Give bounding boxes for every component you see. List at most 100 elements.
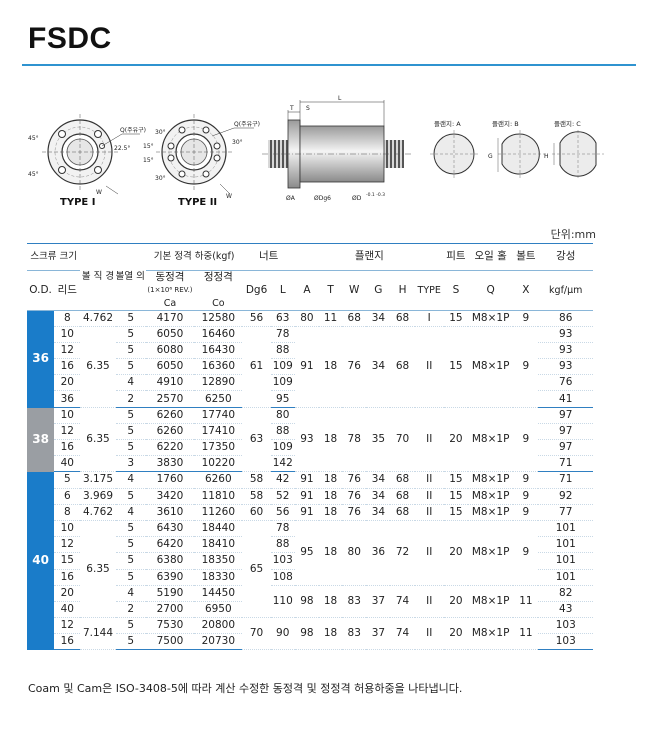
- cell-lead: 10: [54, 326, 81, 343]
- cell-rows: 2: [115, 601, 146, 619]
- table-header-row-2: O.D. 리드 동정격 (1×10⁶ REV.) Ca 정정격 Co Dg6 L…: [27, 270, 593, 311]
- cell-w: 76: [342, 326, 367, 408]
- cell-t: 18: [318, 504, 343, 521]
- cell-co: 11810: [194, 488, 243, 505]
- type2-label: TYPE II: [178, 197, 217, 208]
- th-oil-hole: 오일 홀: [467, 244, 514, 271]
- cell-t: 18: [318, 471, 343, 489]
- th-w: W: [342, 270, 367, 311]
- cell-dg6: 70: [242, 617, 271, 651]
- cell-rows: 5: [115, 552, 146, 570]
- cell-q: M8×1P: [467, 617, 514, 651]
- flange-b-drawing: [497, 130, 546, 178]
- cell-g: 37: [366, 585, 391, 619]
- cell-rig: 103: [538, 617, 593, 635]
- table-row: 20 4 5190 14450 110 98 18 83 37 74 II 20…: [27, 585, 593, 619]
- cell-ca: 1760: [145, 471, 195, 489]
- th-screw-size: 스크류 크기: [27, 244, 81, 271]
- cell-t: 18: [318, 617, 343, 651]
- cell-l: 88: [270, 342, 295, 360]
- type1-w-label: W: [96, 189, 102, 196]
- cell-rig: 92: [538, 488, 593, 505]
- cell-rig: 43: [538, 601, 593, 619]
- cell-s: 20: [443, 520, 468, 586]
- table-row: 15 5 6380 18350 103 101: [27, 552, 593, 570]
- cell-w: 78: [342, 407, 367, 473]
- th-dg6: Dg6: [242, 270, 271, 311]
- th-a: A: [294, 270, 319, 311]
- cell-lead: 16: [54, 439, 81, 457]
- cell-w: 76: [342, 504, 367, 521]
- cell-rig: 82: [538, 585, 593, 602]
- cell-x: 11: [513, 585, 539, 619]
- th-t: T: [318, 270, 343, 311]
- cell-co: 16360: [194, 358, 243, 376]
- cell-rig: 71: [538, 471, 593, 489]
- th-l: L: [270, 270, 295, 311]
- cell-t: 18: [318, 326, 343, 408]
- cell-l: 90: [270, 617, 295, 651]
- cell-co: 18440: [194, 520, 243, 538]
- cell-q: M8×1P: [467, 471, 514, 489]
- th-bolt: 볼트: [513, 244, 539, 271]
- cell-rows: 5: [115, 488, 146, 505]
- table-row: 16 5 7500 20730 103: [27, 633, 593, 651]
- cell-rig: 71: [538, 455, 593, 473]
- cell-x: 9: [513, 504, 539, 521]
- th-ball-dia: 볼 직 경: [80, 244, 116, 311]
- cell-s: 20: [443, 407, 468, 473]
- cell-l: 142: [270, 455, 295, 473]
- nut-side-view-drawing: [262, 100, 412, 189]
- cell-s: 15: [443, 504, 468, 521]
- cell-type: II: [414, 617, 444, 651]
- cell-t: 18: [318, 585, 343, 619]
- cell-type: II: [414, 585, 444, 619]
- table-row: 40 3 3830 10220 142 71: [27, 455, 593, 473]
- cell-co: 12580: [194, 310, 243, 327]
- cell-h: 68: [390, 310, 415, 327]
- side-l-label: L: [338, 95, 342, 102]
- cell-rows: 4: [115, 504, 146, 521]
- type2-flange-drawing: [156, 114, 254, 195]
- th-rig-unit: kgf/μm: [538, 270, 593, 311]
- cell-rig: 41: [538, 390, 593, 408]
- th-nut: 너트: [242, 244, 295, 271]
- table-row: 36 8 4.762 5 4170 12580 56 63 80 11 68 3…: [27, 310, 593, 408]
- table-row: 12 7.144 5 7530 20800 70 90 98 18 83 37 …: [27, 617, 593, 651]
- cell-dg6: 58: [242, 471, 271, 489]
- th-x: X: [513, 270, 539, 311]
- cell-s: 20: [443, 585, 468, 619]
- cell-lead: 12: [54, 423, 81, 441]
- flange-a-drawing: [430, 130, 478, 178]
- table-row: 6 3.969 5 3420 11810 58 52 91 18 76 34 6…: [27, 488, 593, 505]
- flange-a-label: 플랜지: A: [434, 119, 461, 128]
- cell-a: 98: [294, 585, 319, 619]
- cell-g: 34: [366, 488, 391, 505]
- cell-co: 16430: [194, 342, 243, 360]
- cell-dg6: 56: [242, 310, 271, 327]
- cell-rows: 5: [115, 423, 146, 441]
- footnote: Coam 및 Cam은 ISO-3408-5에 따라 계산 수정한 동정격 및 …: [28, 682, 463, 695]
- cell-co: 17740: [194, 407, 243, 424]
- th-ball-rows: 볼열 의 수: [115, 244, 146, 311]
- table-row: 10 6.35 5 6430 18440 65 78 95 18 80 36 7…: [27, 520, 593, 619]
- cell-x: 9: [513, 326, 539, 408]
- cell-s: 15: [443, 326, 468, 408]
- cell-type: I: [414, 310, 444, 327]
- technical-drawings: Q(주유구) 45° 22.5° 45° W TYPE I Q(주유구): [22, 90, 636, 220]
- type1-label: TYPE I: [60, 197, 95, 208]
- th-od: O.D.: [27, 270, 55, 311]
- cell-rows: 5: [115, 536, 146, 554]
- cell-ball: 4.762: [80, 310, 116, 327]
- cell-g: 35: [366, 407, 391, 473]
- table-row: 40 2 2700 6950 43: [27, 601, 593, 619]
- cell-co: 17350: [194, 439, 243, 457]
- cell-l: 56: [270, 504, 295, 521]
- cell-lead: 8: [54, 504, 81, 521]
- cell-l: 80: [270, 407, 295, 424]
- cell-a: 95: [294, 520, 319, 586]
- flange-b-label: 플랜지: B: [492, 119, 519, 128]
- cell-a: 91: [294, 326, 319, 408]
- cell-co: 20730: [194, 633, 243, 651]
- cell-lead: 5: [54, 471, 81, 489]
